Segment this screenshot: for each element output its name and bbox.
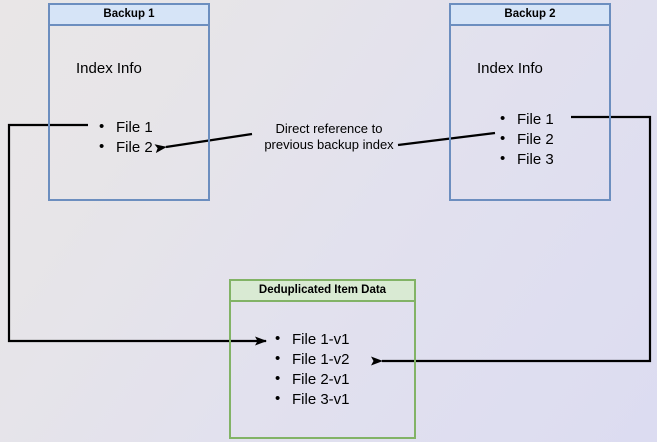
node-backup-2-body: Index Info File 1 File 2 File 3 [451,26,609,199]
node-backup-1[interactable]: Backup 1 Index Info File 1 File 2 [48,3,210,201]
list-item: File 3-v1 [275,389,350,410]
list-item: File 2 [99,137,153,158]
list-item: File 2 [500,129,554,150]
list-item: File 1-v1 [275,329,350,350]
node-backup-1-header: Backup 1 [50,5,208,26]
list-item: File 1 [99,117,153,138]
backup-2-file-list: File 1 File 2 File 3 [500,109,554,170]
node-backup-2-header: Backup 2 [451,5,609,26]
list-item: File 1 [500,109,554,130]
backup-1-file-list: File 1 File 2 [99,117,153,158]
list-item: File 2-v1 [275,369,350,390]
node-backup-1-body: Index Info File 1 File 2 [50,26,208,199]
node-dedup-header: Deduplicated Item Data [231,281,414,302]
dedup-file-list: File 1-v1 File 1-v2 File 2-v1 File 3-v1 [275,329,350,410]
backup-2-index-label: Index Info [477,60,543,77]
list-item: File 3 [500,149,554,170]
node-backup-2[interactable]: Backup 2 Index Info File 1 File 2 File 3 [449,3,611,201]
direct-reference-caption: Direct reference to previous backup inde… [264,121,394,152]
node-deduplicated-item-data[interactable]: Deduplicated Item Data File 1-v1 File 1-… [229,279,416,439]
list-item: File 1-v2 [275,349,350,370]
node-dedup-body: File 1-v1 File 1-v2 File 2-v1 File 3-v1 [231,302,414,437]
backup-1-index-label: Index Info [76,60,142,77]
